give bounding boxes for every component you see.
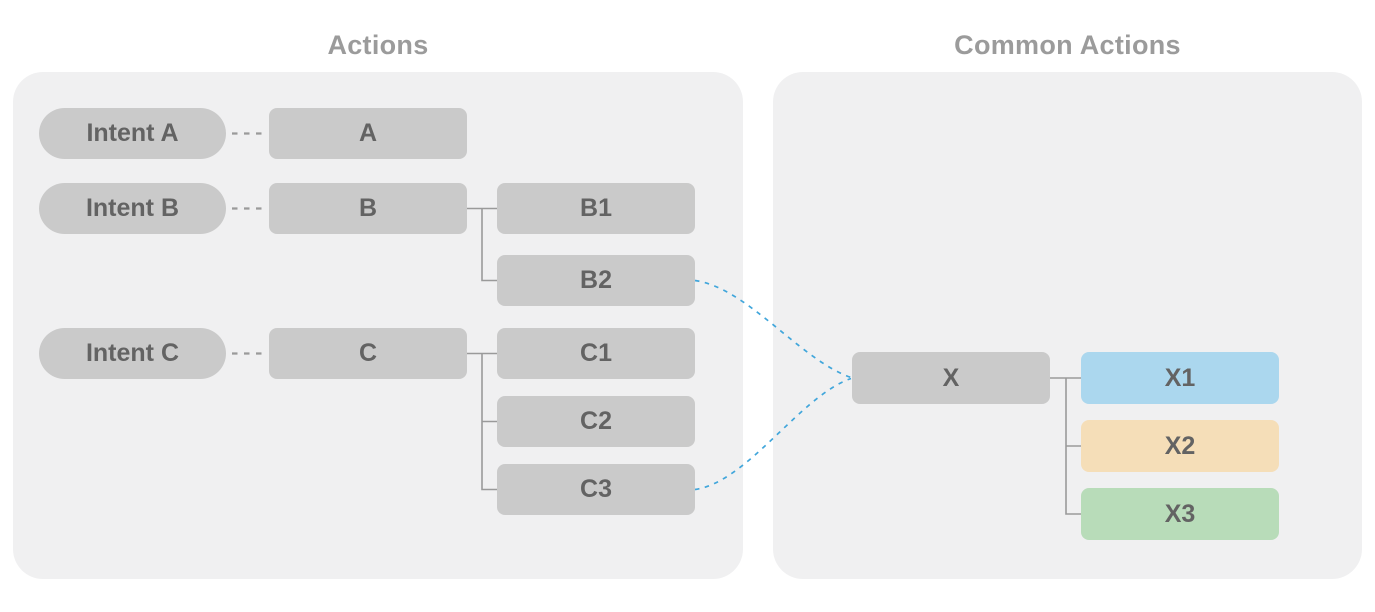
common-actions-panel-title: Common Actions <box>954 30 1181 60</box>
c3-to-x-dashed-link <box>694 377 852 491</box>
common-action-x1-label: X1 <box>1164 363 1196 392</box>
common-action-x3-label: X3 <box>1164 499 1196 528</box>
action-b1-node: B1 <box>497 183 695 234</box>
intent-c-label: Intent C <box>85 339 180 367</box>
action-c3-node: C3 <box>497 464 695 515</box>
action-c1-label: C1 <box>580 339 612 367</box>
action-b-children-tree-connector <box>467 207 497 282</box>
action-b2-label: B2 <box>580 266 612 294</box>
intent-c-pill: Intent C <box>39 328 226 379</box>
actions-panel-title: Actions <box>327 30 429 60</box>
action-b-label: B <box>358 194 378 222</box>
action-x-children-tree-connector <box>1050 377 1081 515</box>
action-a-label: A <box>358 119 378 147</box>
common-action-x-node: X <box>852 352 1050 404</box>
common-action-x1-node: X1 <box>1081 352 1279 404</box>
action-c1-node: C1 <box>497 328 695 379</box>
action-c-children-tree-connector <box>466 352 497 491</box>
b2-to-x-dashed-link <box>694 279 852 379</box>
intent-b-pill: Intent B <box>39 183 226 234</box>
action-b-node: B <box>269 183 467 234</box>
action-c-label: C <box>358 339 378 367</box>
common-action-x2-node: X2 <box>1081 420 1279 472</box>
action-c-node: C <box>269 328 467 379</box>
action-c2-node: C2 <box>497 396 695 447</box>
common-action-x3-node: X3 <box>1081 488 1279 540</box>
common-action-x-label: X <box>942 363 960 392</box>
intent-a-label: Intent A <box>86 119 179 147</box>
intent-b-label: Intent B <box>85 194 180 222</box>
action-b1-label: B1 <box>580 194 612 222</box>
action-a-node: A <box>269 108 467 159</box>
common-action-x2-label: X2 <box>1164 431 1196 460</box>
intent-a-pill: Intent A <box>39 108 226 159</box>
action-c3-label: C3 <box>580 475 612 503</box>
action-b2-node: B2 <box>497 255 695 306</box>
action-c2-label: C2 <box>580 407 612 435</box>
